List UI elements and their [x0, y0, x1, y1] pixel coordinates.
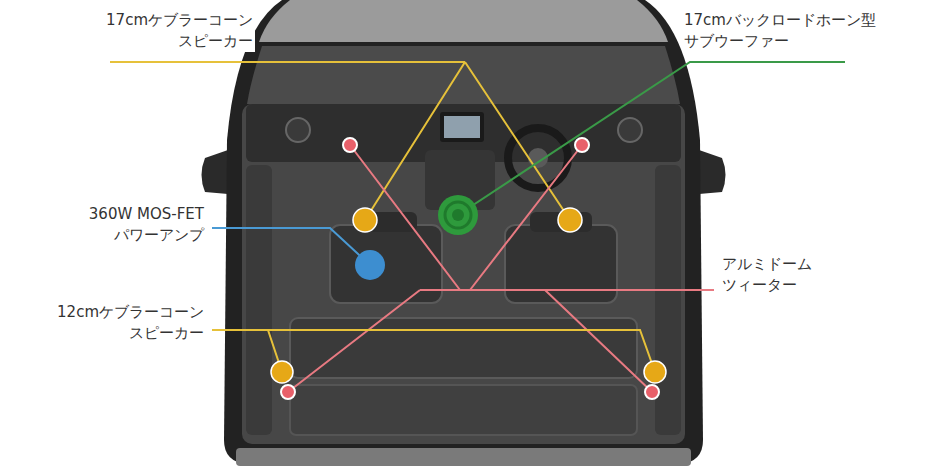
leader-line [288, 145, 714, 392]
label-line: サブウーファー [684, 31, 876, 52]
air-vent [618, 118, 642, 142]
speaker-marker [644, 361, 666, 383]
roof-edge [259, 0, 668, 42]
tweeter-marker [575, 138, 589, 152]
label-line: スピーカー [106, 31, 253, 52]
label-line: 17cmケブラーコーン [106, 10, 253, 31]
amp-marker [355, 250, 385, 280]
leader-line [110, 62, 570, 220]
subwoofer-marker [438, 195, 478, 235]
label-line: 12cmケブラーコーン [57, 302, 204, 323]
callout-label: 17cmケブラーコーンスピーカー [104, 10, 255, 52]
leader-line [212, 228, 370, 265]
callout-label: 12cmケブラーコーンスピーカー [55, 302, 206, 344]
tweeter-marker [645, 385, 659, 399]
label-line: ツィーター [722, 275, 812, 296]
speaker-marker [558, 208, 582, 232]
label-line: パワーアンプ [89, 225, 204, 246]
display-bezel [440, 112, 484, 142]
callout-label: 17cmバックロードホーン型サブウーファー [682, 10, 878, 52]
label-line: 17cmバックロードホーン型 [684, 10, 876, 31]
label-line: スピーカー [57, 323, 204, 344]
callout-label: 360W MOS-FETパワーアンプ [87, 204, 206, 246]
front-seat [505, 225, 617, 303]
side-mirror [202, 150, 229, 194]
tweeter-marker [281, 385, 295, 399]
steering-wheel [508, 128, 568, 188]
car-body [224, 0, 703, 464]
callout-label: アルミドームツィーター [720, 254, 814, 296]
subwoofer-ring [445, 202, 471, 228]
speaker-marker [353, 208, 377, 232]
air-vent [286, 118, 310, 142]
side-mirror [699, 150, 726, 194]
front-seat [330, 225, 442, 303]
label-line: アルミドーム [722, 254, 812, 275]
display-screen [444, 116, 480, 138]
tweeter-marker [343, 138, 357, 152]
rear-bumper [236, 448, 691, 466]
cabin-floor [242, 104, 685, 444]
windshield [247, 46, 680, 104]
cargo-floor [290, 385, 637, 435]
subwoofer-cone [452, 209, 464, 221]
leader-line [458, 62, 845, 215]
label-line: 360W MOS-FET [89, 204, 204, 225]
door-panel [246, 165, 272, 435]
speaker-marker [271, 361, 293, 383]
